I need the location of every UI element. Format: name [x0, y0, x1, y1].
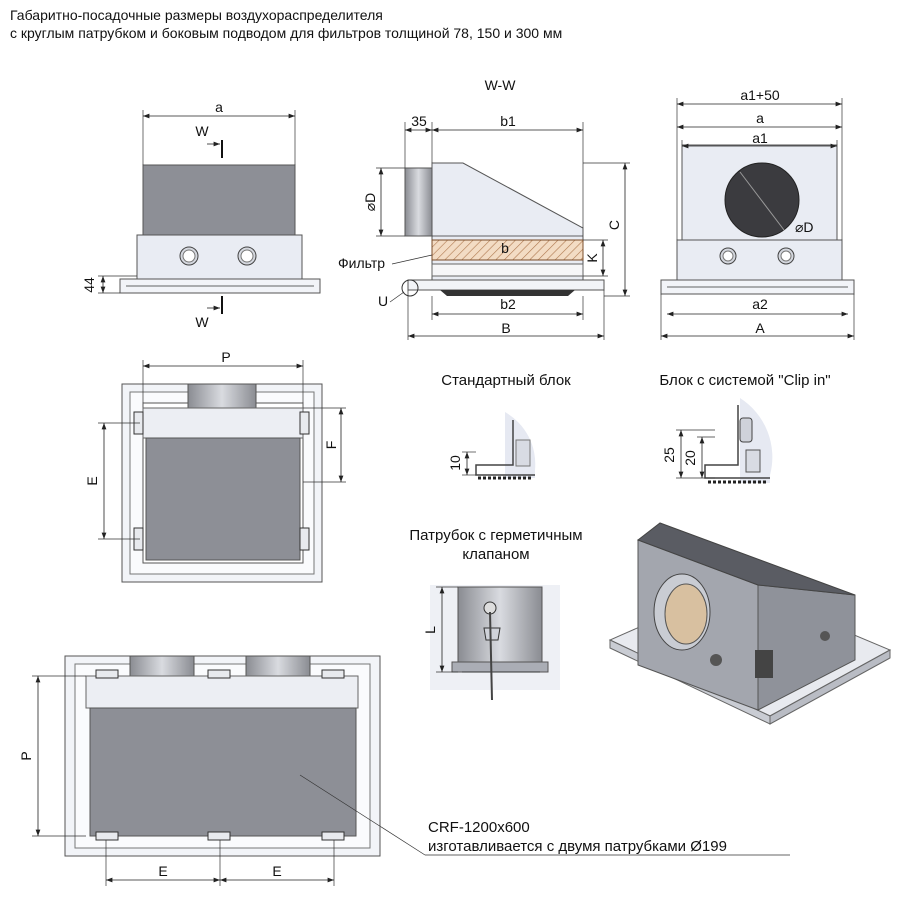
section-mark-top: W: [195, 123, 209, 139]
section-heading: W-W: [485, 77, 517, 93]
valve-spigot: [457, 586, 543, 663]
dim-a1-label: a1: [752, 130, 768, 146]
dim-B-label: B: [501, 320, 510, 336]
clip-icon: [207, 669, 231, 679]
large-spigot-1: [129, 655, 195, 679]
section-body: [431, 162, 584, 281]
clip-icon: [321, 831, 345, 841]
dim-a1-50-label: a1+50: [740, 87, 780, 103]
detail-circle-icon: [401, 279, 419, 297]
clip-icon: [321, 669, 345, 679]
note-model-label: CRF-1200x600: [428, 819, 530, 836]
dim-C-label: C: [606, 220, 622, 230]
dim-a2-label: a2: [752, 296, 768, 312]
top-view: P E F: [84, 349, 346, 583]
large-view: P E E CRF-1200x600 изготавливается с дву…: [18, 655, 790, 886]
large-dim-E1-label: E: [158, 863, 167, 879]
title-line-2: с круглым патрубком и боковым подводом д…: [10, 25, 563, 41]
dim-b2-label: b2: [500, 296, 516, 312]
dim-44-label: 44: [81, 277, 97, 293]
dim-b1-label: b1: [500, 113, 516, 129]
clip-icon: [299, 527, 310, 551]
detail-U-label: U: [378, 293, 388, 309]
side-dim-D-label: ⌀D: [795, 219, 814, 235]
section-mark-bottom: W: [195, 314, 209, 330]
valve-label-line-2: клапаном: [462, 546, 529, 563]
title-line-1: Габаритно-посадочные размеры воздухорасп…: [10, 7, 383, 23]
top-dim-P-label: P: [221, 349, 230, 365]
section-flange: [407, 279, 605, 291]
spigot: [404, 167, 433, 237]
round-spigot-icon: [724, 162, 800, 238]
front-view-body: [142, 164, 296, 236]
top-dim-F-label: F: [323, 441, 339, 450]
valve-handle: [489, 611, 493, 701]
isometric-view: [608, 522, 892, 725]
side-view-housing: [676, 239, 843, 281]
drawing-title: Габаритно-посадочные размеры воздухорасп…: [10, 6, 562, 42]
dim-K-label: K: [584, 253, 600, 263]
filter-label: Фильтр: [338, 255, 385, 271]
note-text-label: изготавливается с двумя патрубками Ø199: [428, 838, 727, 855]
large-dim-E2-label: E: [272, 863, 281, 879]
dim-10-label: 10: [447, 455, 463, 471]
large-spigot-2: [245, 655, 311, 679]
clip-icon: [207, 831, 231, 841]
front-view: a W W 44: [81, 99, 321, 330]
dim-35-label: 35: [411, 113, 427, 129]
clip-icon: [299, 411, 310, 435]
side-dim-a-label: a: [756, 110, 764, 126]
clip-icon: [95, 669, 119, 679]
large-dim-P-label: P: [18, 751, 34, 760]
standard-block-detail: Стандартный блок 10: [441, 372, 571, 480]
top-view-grille: [145, 437, 301, 561]
large-view-grille: [89, 707, 357, 837]
section-view: W-W b 35 b1 ⌀D C K: [338, 77, 630, 340]
clip-icon: [95, 831, 119, 841]
clip-icon: [739, 417, 753, 443]
dim-D-label: ⌀D: [362, 193, 378, 212]
front-view-housing: [136, 234, 303, 280]
dim-A-label: A: [755, 320, 765, 336]
side-view: ⌀D a1+50 a a1 a2 A: [660, 87, 855, 340]
top-view-spigot: [187, 383, 257, 409]
dim-a-label: a: [215, 99, 223, 115]
dim-b-label: b: [501, 240, 509, 256]
filter-hatched: [431, 239, 584, 261]
valve-detail: Патрубок с герметичным клапаном L: [409, 527, 583, 701]
top-dim-E-label: E: [84, 476, 100, 485]
clip-in-detail: Блок с системой "Clip in" 25 20: [659, 372, 831, 484]
valve-label-line-1: Патрубок с герметичным: [409, 527, 582, 544]
dim-25-label: 25: [661, 447, 677, 463]
clip-block-label: Блок с системой "Clip in": [659, 372, 830, 389]
dim-20-label: 20: [682, 450, 698, 466]
dim-L-label: L: [422, 626, 438, 634]
standard-block-label: Стандартный блок: [441, 372, 571, 389]
